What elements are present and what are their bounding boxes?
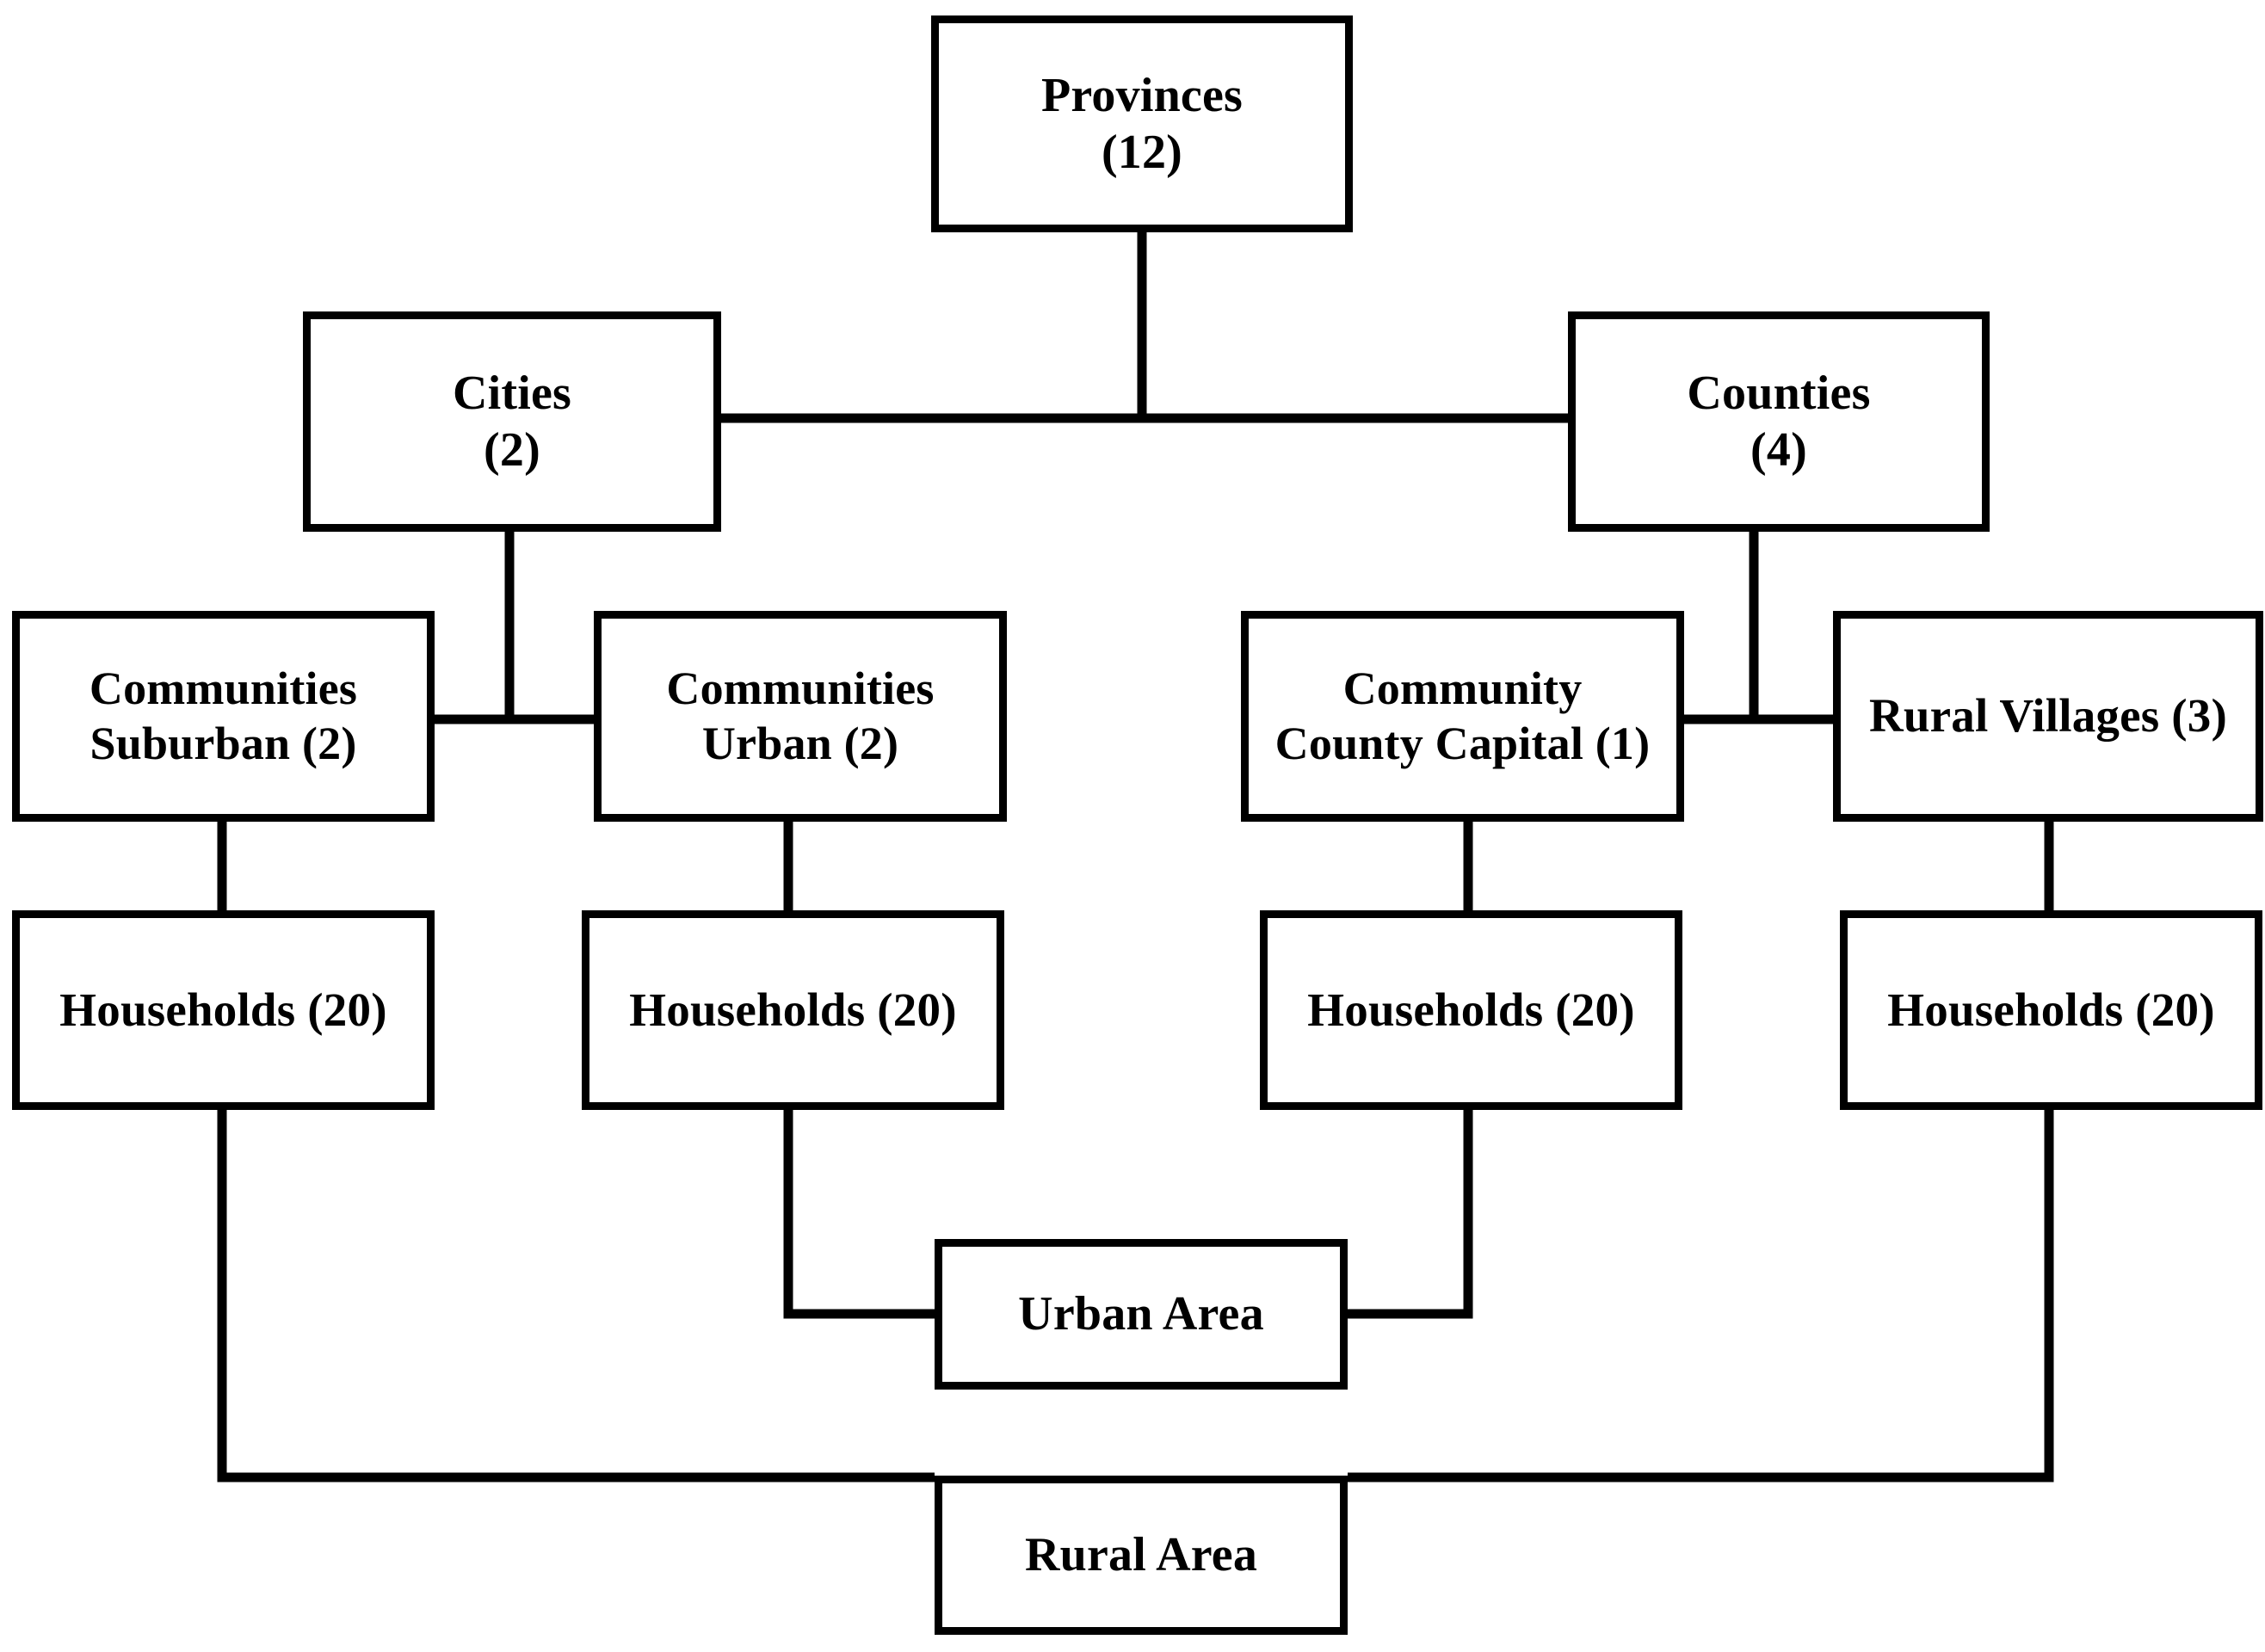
node-households-1[interactable]: Households (20) bbox=[12, 910, 435, 1110]
node-rural-area-label: Rural Area bbox=[1024, 1528, 1258, 1582]
node-community-county-capital[interactable]: Community County Capital (1) bbox=[1241, 611, 1684, 822]
node-cities[interactable]: Cities (2) bbox=[303, 311, 721, 532]
node-households-3[interactable]: Households (20) bbox=[1260, 910, 1682, 1110]
node-cities-label: Cities (2) bbox=[452, 366, 572, 477]
node-urban-area-label: Urban Area bbox=[1018, 1287, 1264, 1341]
node-households-2[interactable]: Households (20) bbox=[582, 910, 1004, 1110]
node-households-2-label: Households (20) bbox=[629, 983, 957, 1036]
node-counties[interactable]: Counties (4) bbox=[1568, 311, 1990, 532]
node-households-4[interactable]: Households (20) bbox=[1840, 910, 2262, 1110]
node-rural-villages-label: Rural Villages (3) bbox=[1868, 689, 2228, 743]
edge-households4-ruralarea bbox=[1348, 1110, 2054, 1482]
node-counties-label: Counties (4) bbox=[1687, 366, 1871, 477]
node-households-1-label: Households (20) bbox=[59, 983, 387, 1036]
node-urban-area[interactable]: Urban Area bbox=[935, 1239, 1348, 1390]
node-communities-suburban-label: Communities Suburban (2) bbox=[89, 662, 358, 769]
node-provinces[interactable]: Provinces (12) bbox=[931, 15, 1353, 232]
node-rural-villages[interactable]: Rural Villages (3) bbox=[1833, 611, 2263, 822]
node-rural-area[interactable]: Rural Area bbox=[935, 1476, 1348, 1635]
node-communities-urban-label: Communities Urban (2) bbox=[666, 662, 935, 769]
node-households-3-label: Households (20) bbox=[1307, 983, 1635, 1036]
node-provinces-label: Provinces (12) bbox=[1040, 68, 1244, 179]
node-community-county-capital-label: Community County Capital (1) bbox=[1274, 662, 1651, 769]
edge-households1-ruralarea bbox=[217, 1110, 935, 1482]
edge-households2-urbanarea bbox=[783, 1110, 935, 1319]
node-households-4-label: Households (20) bbox=[1887, 983, 2215, 1036]
node-communities-suburban[interactable]: Communities Suburban (2) bbox=[12, 611, 435, 822]
edge-households3-urbanarea bbox=[1348, 1110, 1473, 1319]
node-communities-urban[interactable]: Communities Urban (2) bbox=[594, 611, 1007, 822]
